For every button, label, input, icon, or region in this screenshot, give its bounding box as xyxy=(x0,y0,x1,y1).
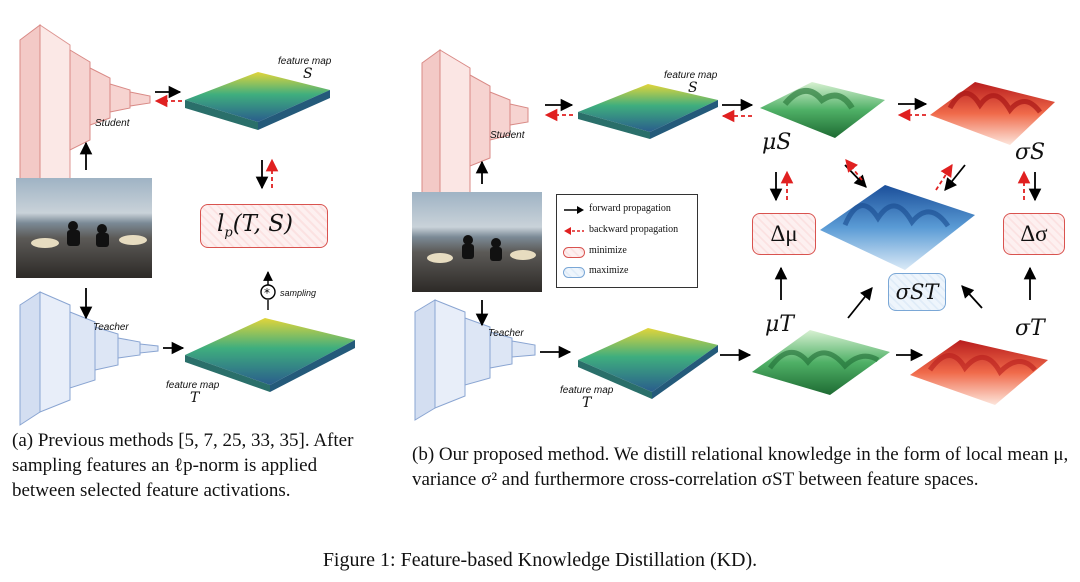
mu-t-map xyxy=(752,330,890,395)
input-image-b xyxy=(412,192,542,292)
figure-caption: Figure 1: Feature-based Knowledge Distil… xyxy=(322,549,758,571)
teacher-label-a: Teacher xyxy=(93,322,129,333)
svg-text:*: * xyxy=(264,286,270,300)
input-image-a xyxy=(16,178,152,278)
sigma-st-box: σST xyxy=(888,273,946,311)
sampling-label: sampling xyxy=(280,288,317,298)
feature-map-label-s-a: feature map xyxy=(278,56,332,67)
teacher-network-b xyxy=(414,299,536,421)
sampling-icon: * xyxy=(260,271,276,310)
feature-map-label-t-a: feature map xyxy=(166,380,220,391)
loss-subscript: p xyxy=(224,225,233,241)
feature-map-t-a xyxy=(185,318,355,392)
mu-s-label: μS xyxy=(762,130,792,155)
legend-backward: backward propagation xyxy=(589,224,679,235)
minimize-swatch xyxy=(563,247,585,258)
feature-map-s-a xyxy=(185,72,330,130)
loss-symbol: l xyxy=(217,211,225,237)
feature-s-symbol-a: S xyxy=(303,66,313,82)
feature-t-symbol-b: T xyxy=(582,395,592,411)
feature-map-label-s-b: feature map xyxy=(664,70,718,81)
feature-map-t-b xyxy=(578,328,718,399)
legend-forward: forward propagation xyxy=(589,203,671,214)
sigma-t-map xyxy=(910,340,1048,405)
forward-arrow-icon xyxy=(564,206,584,214)
feature-map-label-t-b: feature map xyxy=(560,385,614,396)
sigma-st-map xyxy=(820,185,975,270)
maximize-swatch xyxy=(563,267,585,278)
loss-box: lp(T, S) xyxy=(200,204,328,248)
mu-t-label: μT xyxy=(765,312,794,337)
arrow-sigmas-to-sigmast xyxy=(944,164,966,191)
teacher-label-b: Teacher xyxy=(488,328,524,339)
sigma-t-label: σT xyxy=(1015,316,1045,341)
caption-b: (b) Our proposed method. We distill rela… xyxy=(412,444,1069,490)
arrow-sigmat-to-sigmast xyxy=(961,285,983,309)
sigma-s-label: σS xyxy=(1015,140,1046,165)
legend-maximize: maximize xyxy=(589,265,629,276)
loss-args: (T, S) xyxy=(232,211,293,237)
sigma-s-map xyxy=(930,82,1055,145)
legend-minimize: minimize xyxy=(589,245,627,256)
backarrow-sigmast-to-mus xyxy=(845,159,863,181)
delta-mu-box: Δμ xyxy=(752,213,816,255)
backward-arrow-icon xyxy=(564,227,584,235)
backarrow-sigmast-to-sigmas xyxy=(935,163,953,191)
student-label-a: Student xyxy=(95,118,130,129)
teacher-network-a xyxy=(19,291,159,426)
feature-map-s-b xyxy=(578,84,718,139)
caption-a: (a) Previous methods [5, 7, 25, 33, 35].… xyxy=(12,430,354,501)
arrow-mut-to-sigmast xyxy=(847,287,873,319)
student-label-b: Student xyxy=(490,130,525,141)
delta-sigma-box: Δσ xyxy=(1003,213,1065,255)
legend: forward propagation backward propagation… xyxy=(556,194,698,288)
arrow-mus-to-sigmast xyxy=(844,164,867,188)
feature-t-symbol-a: T xyxy=(190,390,200,406)
feature-s-symbol-b: S xyxy=(688,80,698,96)
mu-s-map xyxy=(760,82,885,138)
